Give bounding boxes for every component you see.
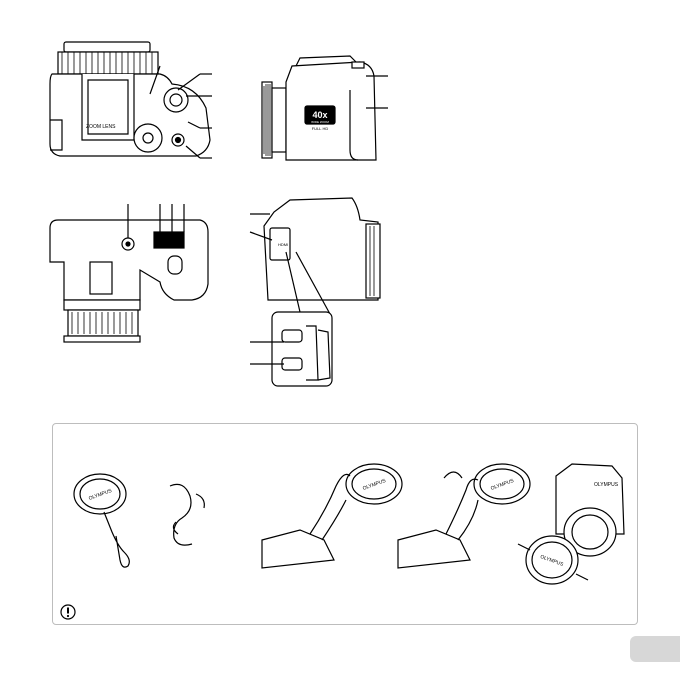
step-3-strap-attach — [261, 463, 403, 569]
step-1-cap-with-string — [73, 473, 130, 568]
lens-cap-attachment-box — [52, 423, 638, 625]
step-2-loop-strap — [169, 483, 205, 546]
connector-port-label: HDMI — [278, 242, 288, 247]
page-number-tab — [630, 636, 680, 662]
side-view-zoom-badge-sub: WIDE ZOOM — [311, 120, 329, 124]
step-5-cap-on-lens — [517, 463, 625, 585]
step-5-camera-brand: OLYMPUS — [594, 482, 619, 488]
side-view-zoom-badge: 40x — [312, 110, 327, 120]
top-view-lens-label: ZOOM LENS — [86, 124, 116, 130]
step-4-strap-attach — [397, 463, 531, 569]
exclamation-note-icon — [60, 604, 76, 620]
side-view-video-badge: FULL HD — [312, 126, 329, 131]
